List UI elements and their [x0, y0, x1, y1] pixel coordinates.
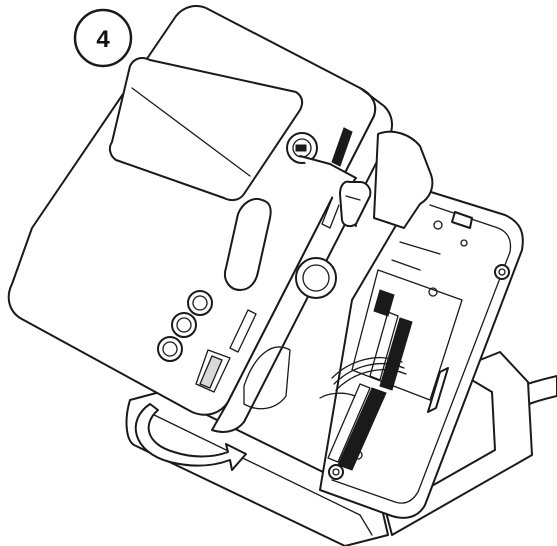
- back-mounting-plate: [319, 187, 524, 519]
- step-badge-circle: [73, 8, 133, 68]
- back-plate-outline: [319, 187, 524, 519]
- desk-stand: [125, 351, 533, 546]
- button-middle: [171, 312, 197, 338]
- key-lock: [286, 132, 318, 164]
- rotation-arrow: [134, 403, 247, 471]
- step-badge: 4: [73, 8, 133, 68]
- screw-hole-top: [494, 264, 510, 280]
- thermostat-front-unit: [7, 5, 393, 433]
- connector-header: [373, 289, 395, 317]
- screw-hole-bottom: [328, 464, 344, 480]
- front-body: [7, 5, 377, 416]
- keypad: [157, 290, 213, 362]
- stand-base-plate: [125, 391, 389, 546]
- circuit-board: [319, 241, 463, 471]
- sensor-dome: [295, 257, 337, 299]
- terminal-block-lower: [327, 383, 387, 471]
- display-window: [108, 57, 304, 202]
- stand-back-support: [385, 351, 533, 536]
- button-top: [187, 290, 213, 316]
- latch-clip: [451, 211, 473, 229]
- curved-arrow-icon: [134, 403, 247, 471]
- step-number: 4: [96, 26, 110, 53]
- button-bottom: [157, 336, 183, 362]
- handle-recess: [224, 198, 272, 291]
- ribbon-cable: [331, 357, 407, 391]
- front-unit-back: [195, 130, 434, 410]
